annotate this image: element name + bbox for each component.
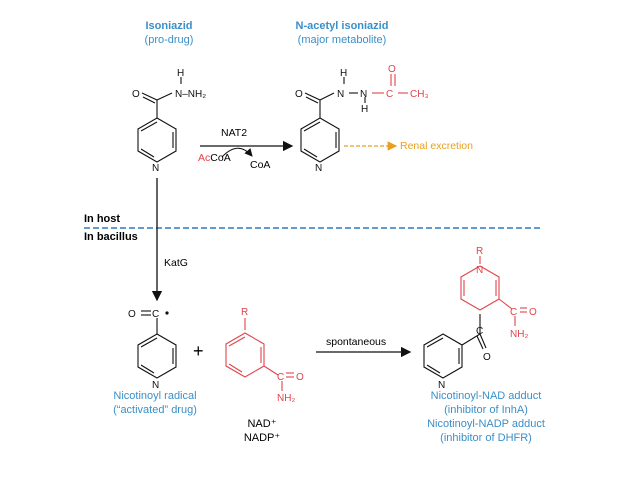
- atom-c-acetyl: C: [386, 89, 393, 100]
- acetyl-title: N-acetyl isoniazid: [295, 20, 389, 32]
- atom-o2-acetyl: O: [388, 64, 396, 75]
- atom-h1-acetyl: H: [340, 68, 347, 79]
- atom-n-ring-acetyl: N: [315, 163, 322, 174]
- atom-nh2-nad: NH₂: [277, 393, 295, 404]
- atom-o-adduct: O: [483, 352, 491, 363]
- atom-o-adduct-red: O: [529, 307, 537, 318]
- isoniazid-note: (pro-drug): [144, 34, 194, 46]
- acetyl-structure: [300, 74, 408, 163]
- plus-sign: +: [193, 341, 204, 361]
- coa-label: CoA: [250, 159, 271, 171]
- acoa-label: AcCoA: [198, 152, 231, 164]
- atom-n-isoniazid: N–NH₂: [175, 89, 206, 100]
- nad-structure: [225, 318, 294, 391]
- atom-n1-acetyl: N: [337, 89, 344, 100]
- adduct-line2: (inhibitor of InhA): [444, 404, 528, 416]
- acoa-curve-arrow: [221, 147, 253, 158]
- renal-label: Renal excretion: [400, 140, 473, 152]
- atom-r-nad: R: [241, 307, 248, 318]
- atom-o-nad: O: [296, 372, 304, 383]
- adduct-line4: (inhibitor of DHFR): [440, 432, 532, 444]
- isoniazid-title: Isoniazid: [145, 20, 193, 32]
- atom-h2-acetyl: H: [361, 104, 368, 115]
- radical-note: (“activated” drug): [113, 404, 197, 416]
- adduct-line3: Nicotinoyl-NADP adduct: [427, 418, 545, 430]
- nad-label: NAD⁺: [247, 418, 277, 430]
- in-host-label: In host: [84, 213, 121, 225]
- atom-o-acetyl: O: [295, 89, 303, 100]
- katg-label: KatG: [164, 257, 188, 269]
- atom-c-adduct: C: [476, 326, 483, 337]
- spontaneous-label: spontaneous: [326, 336, 387, 348]
- radical-structure: [137, 310, 177, 379]
- acoa-ac-text: Ac: [198, 152, 211, 164]
- atom-o-radical: O: [128, 309, 136, 320]
- atom-c-nad: C: [277, 372, 284, 383]
- atom-n-ring-radical: N: [152, 380, 159, 391]
- nat2-label: NAT2: [221, 127, 248, 139]
- acoa-coa-text: CoA: [210, 152, 231, 164]
- isoniazid-structure: [137, 77, 182, 163]
- atom-n-adduct-red: N: [476, 265, 483, 276]
- atom-h-isoniazid: H: [177, 68, 184, 79]
- adduct-structure: [423, 256, 527, 379]
- atom-n-ring-adduct: N: [438, 380, 445, 391]
- atom-r-adduct: R: [476, 246, 483, 257]
- atom-nh2-adduct: NH₂: [510, 329, 528, 340]
- atom-c-radical: C: [152, 309, 159, 320]
- atom-o-isoniazid: O: [132, 89, 140, 100]
- radical-name: Nicotinoyl radical: [113, 390, 197, 402]
- acetyl-note: (major metabolite): [297, 34, 387, 46]
- atom-c-adduct-red: C: [510, 307, 517, 318]
- in-bacillus-label: In bacillus: [84, 231, 138, 243]
- atom-n-ring-isoniazid: N: [152, 163, 159, 174]
- adduct-line1: Nicotinoyl-NAD adduct: [430, 390, 542, 402]
- nadp-label: NADP⁺: [243, 432, 281, 444]
- atom-ch3-acetyl: CH₃: [410, 89, 429, 100]
- atom-n2-acetyl: N: [360, 89, 367, 100]
